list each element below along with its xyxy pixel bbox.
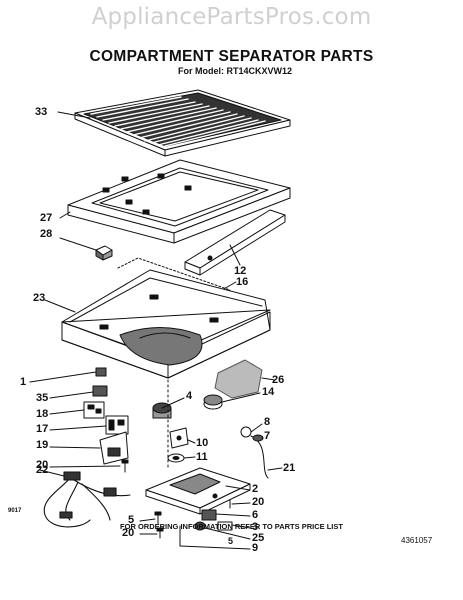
part-8-sensor <box>240 423 263 438</box>
part-9-screw <box>179 525 251 550</box>
part-6-motor-mount <box>201 509 251 521</box>
part-27-frame <box>59 159 291 244</box>
callout-23: 23 <box>33 292 46 304</box>
callout-6: 6 <box>252 509 259 521</box>
callout-8: 8 <box>264 416 271 428</box>
callout-35: 35 <box>36 392 49 404</box>
callout-17: 17 <box>36 423 49 435</box>
part-26-pad <box>214 359 276 399</box>
model-number: For Model: RT14CKXVW12 <box>178 66 293 76</box>
callout-25: 25 <box>252 532 265 544</box>
document-number: 4361057 <box>401 536 433 545</box>
part-10-damper-bracket <box>169 427 196 449</box>
part-11-washer <box>167 453 196 463</box>
part-14-grommet <box>203 392 261 410</box>
leader-21 <box>267 467 283 471</box>
watermark: AppliancePartsPros.com <box>91 4 372 30</box>
part-18-timer <box>49 401 105 419</box>
part-2-base-plate <box>145 467 251 515</box>
callout-28: 28 <box>40 228 53 240</box>
callout-7: 7 <box>264 430 271 442</box>
page-number: 5 <box>228 536 234 546</box>
part-33-cover-panel <box>57 89 291 157</box>
part-20-screw-c <box>139 527 164 539</box>
corner-code: 9017 <box>8 508 22 514</box>
callout-19: 19 <box>36 439 49 451</box>
callout-5: 5 <box>128 514 135 526</box>
callout-16: 16 <box>236 276 249 288</box>
part-19-bracket <box>49 431 129 465</box>
callout-9: 9 <box>252 542 259 554</box>
callout-27: 27 <box>40 212 53 224</box>
part-17-control <box>49 415 129 435</box>
part-23-separator-tray <box>44 269 271 379</box>
part-25-grommet <box>194 521 251 540</box>
callout-14: 14 <box>262 386 275 398</box>
callout-26: 26 <box>272 374 285 386</box>
diagram-title: COMPARTMENT SEPARATOR PARTS <box>89 48 374 65</box>
part-20-screw-a <box>49 459 129 473</box>
callout-2: 2 <box>252 483 259 495</box>
callout-20-right: 20 <box>252 496 265 508</box>
callout-22: 22 <box>36 464 49 476</box>
part-1-clip <box>29 367 107 383</box>
callout-20-top: 20 <box>36 459 49 471</box>
callout-21: 21 <box>283 462 296 474</box>
callout-1: 1 <box>20 376 27 388</box>
callout-4: 4 <box>186 390 193 402</box>
part-28-block <box>59 237 113 261</box>
part-20-screw-b <box>229 499 251 509</box>
part-4-motor <box>152 397 185 419</box>
part-22-wire-harness <box>39 469 131 528</box>
part-7-wire <box>250 434 269 479</box>
part-3-bracket <box>217 521 251 531</box>
part-5-screw <box>139 511 162 525</box>
ordering-note: FOR ORDERING INFORMATION REFER TO PARTS … <box>120 522 343 531</box>
callout-20-bottom: 20 <box>122 527 135 539</box>
callout-11: 11 <box>196 451 208 463</box>
callout-3: 3 <box>252 521 259 533</box>
callout-18: 18 <box>36 408 49 420</box>
callout-10: 10 <box>196 437 209 449</box>
callout-12: 12 <box>234 265 247 277</box>
part-35-connector <box>49 385 108 399</box>
part-12-rail <box>184 209 286 276</box>
callout-33: 33 <box>35 106 48 118</box>
